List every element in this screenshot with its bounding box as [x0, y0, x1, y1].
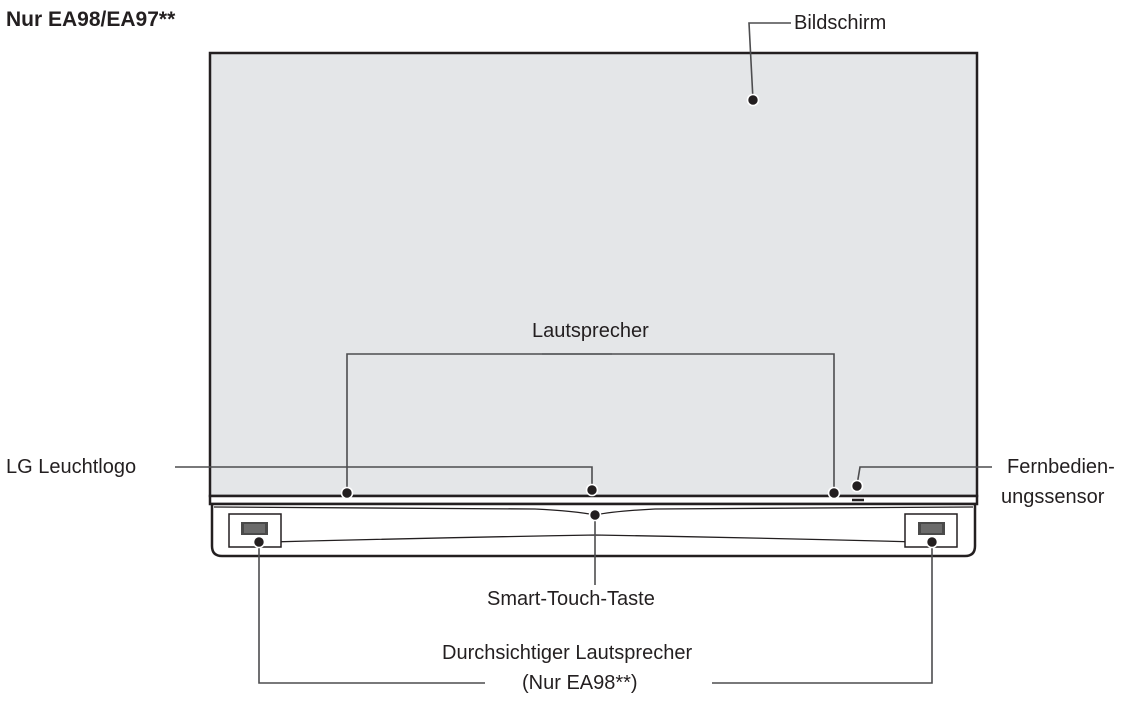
label-screen: Bildschirm — [794, 12, 887, 34]
label-touch-button: Smart-Touch-Taste — [487, 588, 655, 610]
label-lg-logo: LG Leuchtlogo — [6, 456, 137, 478]
label-remote-sensor-line1: Fernbedien- — [1007, 456, 1115, 478]
label-transparent-speaker-line1: Durchsichtiger Lautsprecher — [442, 642, 693, 664]
diagram-title: Nur EA98/EA97** — [6, 8, 176, 31]
tv-speaker-bar — [210, 502, 977, 558]
label-speaker: Lautsprecher — [532, 320, 649, 342]
tv-screen — [208, 51, 979, 498]
label-remote-sensor-line2: ungssensor — [1001, 486, 1105, 508]
label-transparent-speaker-line2: (Nur EA98**) — [522, 672, 638, 694]
